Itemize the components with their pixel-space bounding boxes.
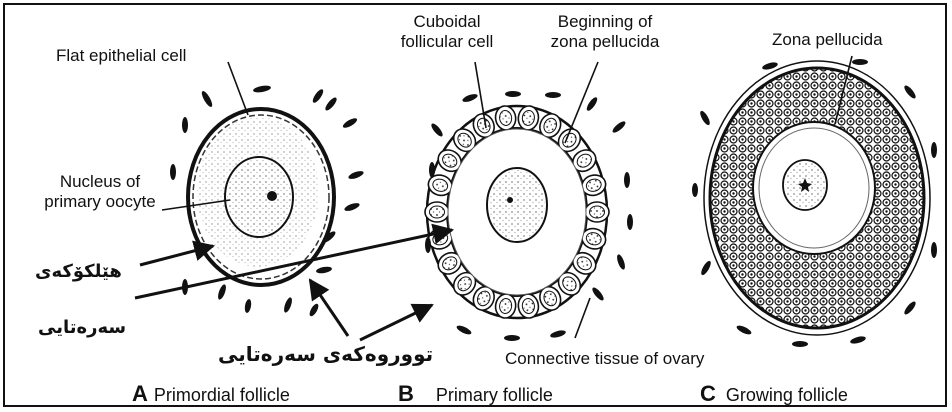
label-cuboidal-line1: Cuboidal (392, 12, 502, 32)
caption-a: A Primordial follicle (132, 381, 290, 407)
primary-follicle (425, 105, 609, 320)
caption-c: C Growing follicle (700, 381, 848, 407)
label-nucleus-primary-oocyte: Nucleus of primary oocyte (35, 172, 165, 212)
growing-follicle (704, 61, 930, 335)
cuboidal-cell-nucleus (430, 206, 445, 218)
label-beginning-zona-pellucida: Beginning of zona pellucida (525, 12, 685, 52)
leader-connective (575, 298, 590, 338)
kurdish-label-primary-follicle-sac: تووروەکەی سەرەتایی (218, 344, 433, 364)
arrow-kurdish-sac-right (360, 305, 432, 340)
caption-b-text: Primary follicle (436, 385, 553, 405)
leader-flat-epithelial (228, 62, 248, 115)
caption-a-letter: A (132, 381, 148, 406)
label-connective-tissue: Connective tissue of ovary (505, 349, 704, 369)
label-zona-pellucida: Zona pellucida (772, 30, 883, 50)
caption-c-letter: C (700, 381, 716, 406)
kurdish-label-primary: سەرەتایی (38, 318, 126, 338)
kurdish-label-nucleus: هێلکۆکەی (35, 262, 122, 282)
caption-a-text: Primordial follicle (154, 385, 290, 405)
cuboidal-cell-nucleus (590, 206, 605, 218)
label-nucleus-line1: Nucleus of (35, 172, 165, 192)
caption-b-letter: B (398, 381, 414, 406)
label-beginning-line2: zona pellucida (525, 32, 685, 52)
arrow-kurdish-nucleus (140, 246, 213, 265)
caption-c-text: Growing follicle (726, 385, 848, 405)
label-beginning-line1: Beginning of (525, 12, 685, 32)
label-flat-epithelial-cell: Flat epithelial cell (56, 46, 186, 66)
label-cuboidal-follicular-cell: Cuboidal follicular cell (392, 12, 502, 52)
caption-b: B Primary follicle (398, 381, 553, 407)
label-nucleus-line2: primary oocyte (35, 192, 165, 212)
label-cuboidal-line2: follicular cell (392, 32, 502, 52)
